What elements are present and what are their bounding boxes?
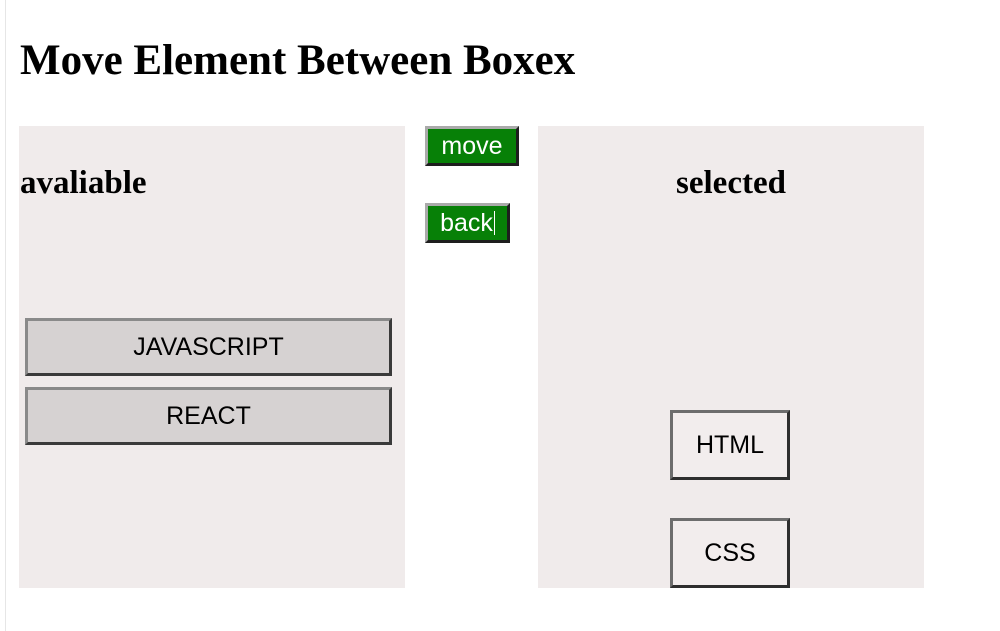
available-heading: avaliable	[20, 165, 147, 201]
selected-heading: selected	[676, 165, 786, 201]
text-caret	[493, 211, 495, 235]
move-button[interactable]: move	[425, 126, 519, 166]
selected-item-html[interactable]: HTML	[670, 410, 790, 480]
page-title: Move Element Between Boxex	[20, 37, 576, 84]
back-button-label: back	[440, 208, 493, 237]
available-item-javascript[interactable]: JAVASCRIPT	[25, 318, 392, 376]
back-button[interactable]: back	[425, 203, 510, 243]
page-left-edge	[5, 0, 6, 631]
selected-item-css[interactable]: CSS	[670, 518, 790, 588]
available-item-react[interactable]: REACT	[25, 387, 392, 445]
selected-box	[538, 126, 924, 588]
move-button-label: move	[441, 131, 503, 160]
